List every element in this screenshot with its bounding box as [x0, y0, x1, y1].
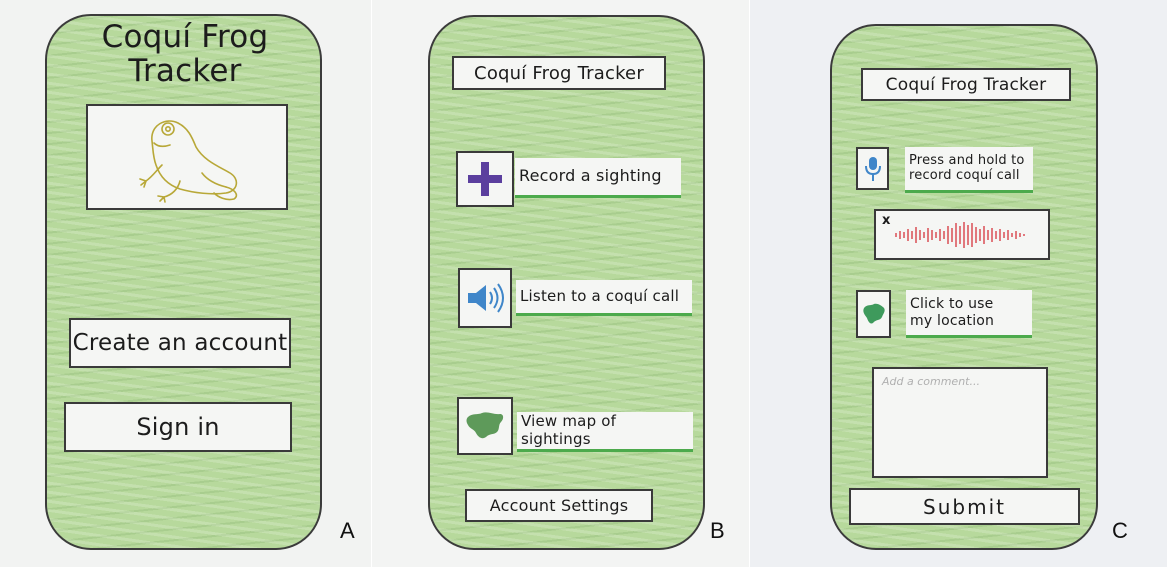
map-icon — [862, 303, 885, 324]
location-line1: Click to use — [910, 296, 994, 313]
plus-icon — [468, 162, 502, 196]
account-settings-button[interactable]: Account Settings — [465, 489, 653, 522]
create-account-button[interactable]: Create an account — [69, 318, 291, 368]
app-title-line2: Tracker — [128, 53, 242, 89]
app-title-a: Coquí Frog Tracker — [60, 20, 310, 88]
sign-in-label: Sign in — [136, 413, 220, 441]
sign-in-button[interactable]: Sign in — [64, 402, 292, 452]
waveform-graphic — [895, 221, 1025, 248]
record-sighting-label[interactable]: Record a sighting — [515, 158, 681, 198]
frog-logo-box — [86, 104, 288, 210]
submit-button[interactable]: Submit — [849, 488, 1080, 525]
panel-b: Coquí Frog Tracker Record a sighting Lis… — [372, 0, 749, 567]
record-call-line2: record coquí call — [909, 167, 1020, 183]
comment-placeholder: Add a comment... — [882, 375, 980, 388]
location-button[interactable] — [856, 290, 891, 338]
location-label[interactable]: Click to use my location — [906, 290, 1032, 338]
panel-letter-a: A — [340, 518, 355, 543]
listen-call-label[interactable]: Listen to a coquí call — [516, 280, 692, 316]
view-map-text: View map of sightings — [521, 412, 617, 448]
record-call-button[interactable] — [856, 147, 889, 190]
app-title-b: Coquí Frog Tracker — [452, 56, 666, 90]
panel-a: Coquí Frog Tracker Create an account Sig… — [0, 0, 371, 567]
speaker-icon — [468, 283, 504, 313]
app-title-b-text: Coquí Frog Tracker — [474, 62, 644, 84]
record-call-label: Press and hold to record coquí call — [905, 147, 1033, 193]
view-map-icon-box[interactable] — [457, 397, 513, 455]
app-title-c-text: Coquí Frog Tracker — [885, 74, 1047, 95]
comment-input[interactable]: Add a comment... — [872, 367, 1048, 478]
recorded-waveform: x — [874, 209, 1050, 260]
map-icon — [466, 412, 504, 439]
record-call-line1: Press and hold to — [909, 152, 1025, 168]
panel-letter-b: B — [710, 518, 725, 543]
panel-letter-c: C — [1112, 518, 1128, 543]
listen-call-text: Listen to a coquí call — [520, 286, 680, 305]
create-account-label: Create an account — [72, 330, 288, 356]
frog-icon — [139, 120, 238, 203]
phone-frame-a — [45, 14, 322, 550]
view-map-label[interactable]: View map of sightings — [517, 412, 693, 452]
record-sighting-text: Record a sighting — [519, 166, 662, 186]
listen-call-icon-box[interactable] — [458, 268, 512, 328]
panel-c: Coquí Frog Tracker Press and hold to rec… — [750, 0, 1167, 567]
submit-label: Submit — [923, 494, 1006, 519]
record-sighting-icon-box[interactable] — [456, 151, 514, 207]
account-settings-label: Account Settings — [489, 496, 629, 515]
location-line2: my location — [910, 312, 995, 329]
app-title-line1: Coquí Frog — [101, 19, 269, 55]
microphone-icon — [864, 156, 881, 181]
remove-recording-button[interactable]: x — [882, 213, 891, 228]
app-title-c: Coquí Frog Tracker — [861, 68, 1071, 101]
